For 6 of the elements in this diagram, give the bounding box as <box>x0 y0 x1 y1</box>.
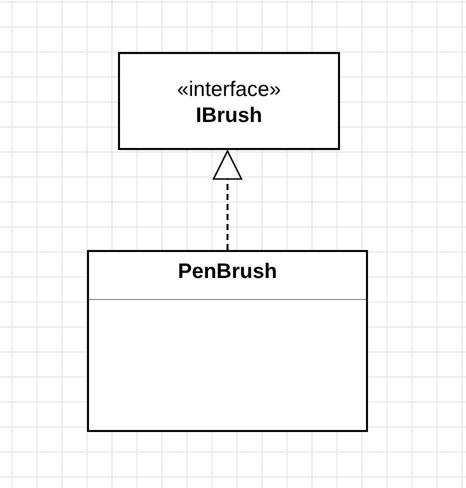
class-name: PenBrush <box>176 260 278 284</box>
interface-box <box>118 52 340 150</box>
realization-arrow <box>212 150 242 250</box>
stereotype-label: «interface» <box>176 78 282 102</box>
class-box <box>87 250 368 432</box>
class-name: IBrush <box>194 104 264 128</box>
